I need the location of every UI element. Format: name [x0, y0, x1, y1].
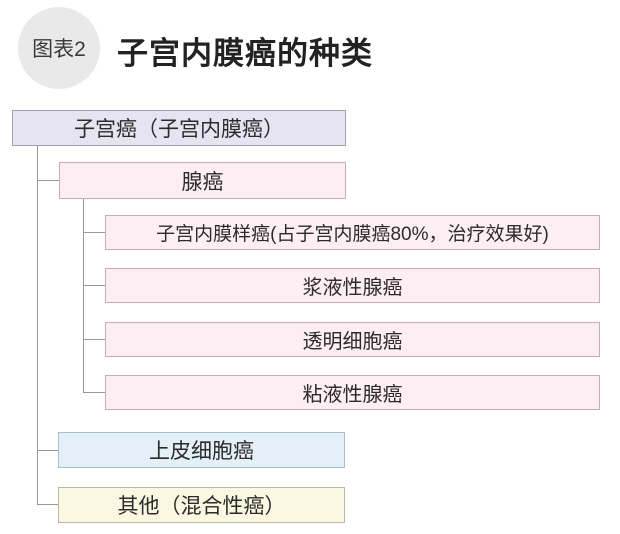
figure-number-label: 图表2 — [32, 38, 86, 61]
connector-branch-other — [37, 504, 58, 505]
node-other-mixed-carcinoma: 其他（混合性癌） — [58, 487, 345, 523]
node-clear-cell-carcinoma: 透明细胞癌 — [105, 322, 600, 357]
node-epithelial-cell-carcinoma: 上皮细胞癌 — [58, 432, 345, 468]
node-adenocarcinoma: 腺癌 — [59, 162, 346, 199]
connector-branch-epithelial — [37, 450, 58, 451]
connector-branch-clear-cell — [83, 339, 105, 340]
node-serous-adenocarcinoma: 浆液性腺癌 — [105, 268, 600, 303]
figure-number-badge: 图表2 — [18, 7, 100, 89]
connector-branch-serous — [83, 285, 105, 286]
connector-branch-endometrioid — [83, 232, 105, 233]
connector-branch-adenocarcinoma — [37, 180, 59, 181]
node-mucinous-adenocarcinoma: 粘液性腺癌 — [105, 375, 600, 410]
node-uterine-cancer: 子宫癌（子宫内膜癌） — [12, 110, 346, 146]
connector-trunk-main — [37, 146, 38, 505]
node-endometrioid-carcinoma: 子宫内膜样癌(占子宫内膜癌80%，治疗效果好) — [105, 215, 600, 250]
figure-title: 子宫内膜癌的种类 — [117, 36, 373, 71]
connector-trunk-adenocarcinoma — [83, 199, 84, 393]
connector-branch-mucinous — [83, 392, 105, 393]
